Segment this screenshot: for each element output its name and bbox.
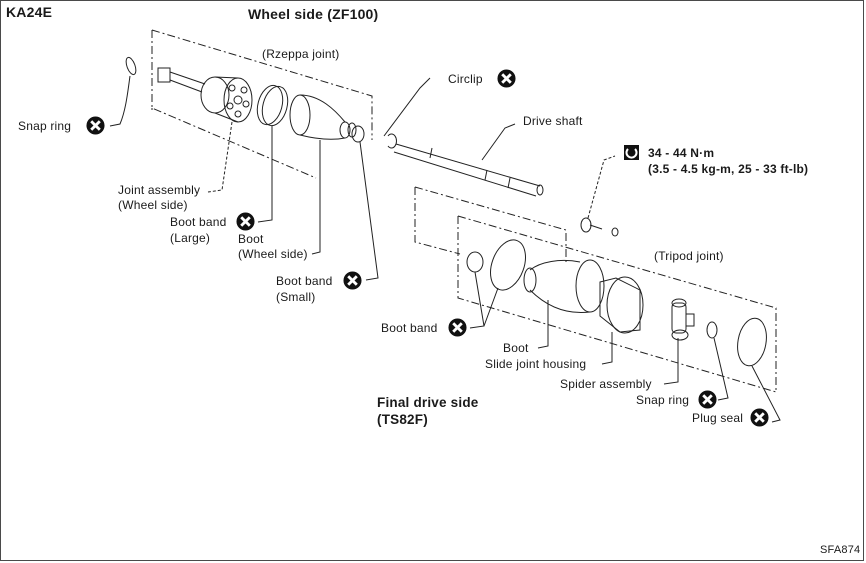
rzeppa-joint-label: (Rzeppa joint)	[262, 47, 340, 61]
boot-band-large-drawing	[256, 84, 289, 127]
plug-seal-label: Plug seal	[692, 411, 744, 425]
do-not-reuse-x-icon	[750, 408, 769, 427]
boot-wheel-drawing	[289, 94, 357, 140]
do-not-reuse-x-icon	[86, 116, 105, 135]
boot-band-small-label-line1: Boot band	[276, 274, 333, 288]
tripod-joint-label: (Tripod joint)	[654, 249, 724, 263]
torque-spec-metric: 34 - 44 N·m	[648, 146, 715, 160]
drive-shaft-label: Drive shaft	[523, 114, 583, 128]
do-not-reuse-x-icon	[343, 271, 362, 290]
spider-assembly-label: Spider assembly	[560, 377, 652, 391]
final-drive-enclosure	[414, 186, 777, 393]
boot-wheel-label-line2: (Wheel side)	[238, 247, 308, 261]
boot-fd-drawing	[523, 259, 605, 314]
snap-ring-wheel-drawing	[125, 56, 137, 76]
boot-band-large-label-line2: (Large)	[170, 231, 211, 245]
circlip-drawing	[387, 133, 397, 149]
circlip-label: Circlip	[448, 72, 483, 86]
spider-assembly-drawing	[671, 298, 695, 341]
bolt-drawing	[580, 217, 619, 237]
torque-spec-imperial: (3.5 - 4.5 kg-m, 25 - 33 ft-lb)	[648, 162, 809, 176]
plug-seal-drawing	[737, 317, 767, 367]
joint-assembly-drawing	[157, 67, 253, 123]
boot-band-large-label-line1: Boot band	[170, 215, 227, 229]
final-drive-side-title-line1: Final drive side	[377, 395, 479, 410]
wheel-side-enclosure	[151, 29, 373, 179]
boot-band-fd-label: Boot band	[381, 321, 438, 335]
slide-joint-housing-drawing	[599, 276, 644, 334]
boot-band-small-label-line2: (Small)	[276, 290, 316, 304]
figure-code: SFA874	[820, 544, 861, 556]
model-code: KA24E	[6, 4, 53, 20]
do-not-reuse-x-icon	[448, 318, 467, 337]
joint-assembly-label-line2: (Wheel side)	[118, 198, 188, 212]
do-not-reuse-x-icon	[497, 69, 516, 88]
snap-ring-fd-drawing	[706, 321, 718, 339]
do-not-reuse-x-icon	[698, 390, 717, 409]
drive-shaft-drawing	[393, 143, 544, 197]
torque-wrench-icon	[624, 145, 639, 160]
boot-band-fd-drawing	[466, 239, 526, 291]
boot-band-small-drawing	[351, 125, 365, 143]
boot-fd-label: Boot	[503, 341, 529, 355]
boot-wheel-label-line1: Boot	[238, 232, 264, 246]
snap-ring-fd-label: Snap ring	[636, 393, 690, 407]
slide-joint-housing-label: Slide joint housing	[485, 357, 587, 371]
snap-ring-wheel-label: Snap ring	[18, 119, 72, 133]
leader-line	[109, 75, 131, 127]
wheel-side-title: Wheel side (ZF100)	[248, 6, 379, 22]
final-drive-side-title-line2: (TS82F)	[377, 412, 428, 427]
do-not-reuse-x-icon	[236, 212, 255, 231]
joint-assembly-label-line1: Joint assembly	[118, 183, 201, 197]
